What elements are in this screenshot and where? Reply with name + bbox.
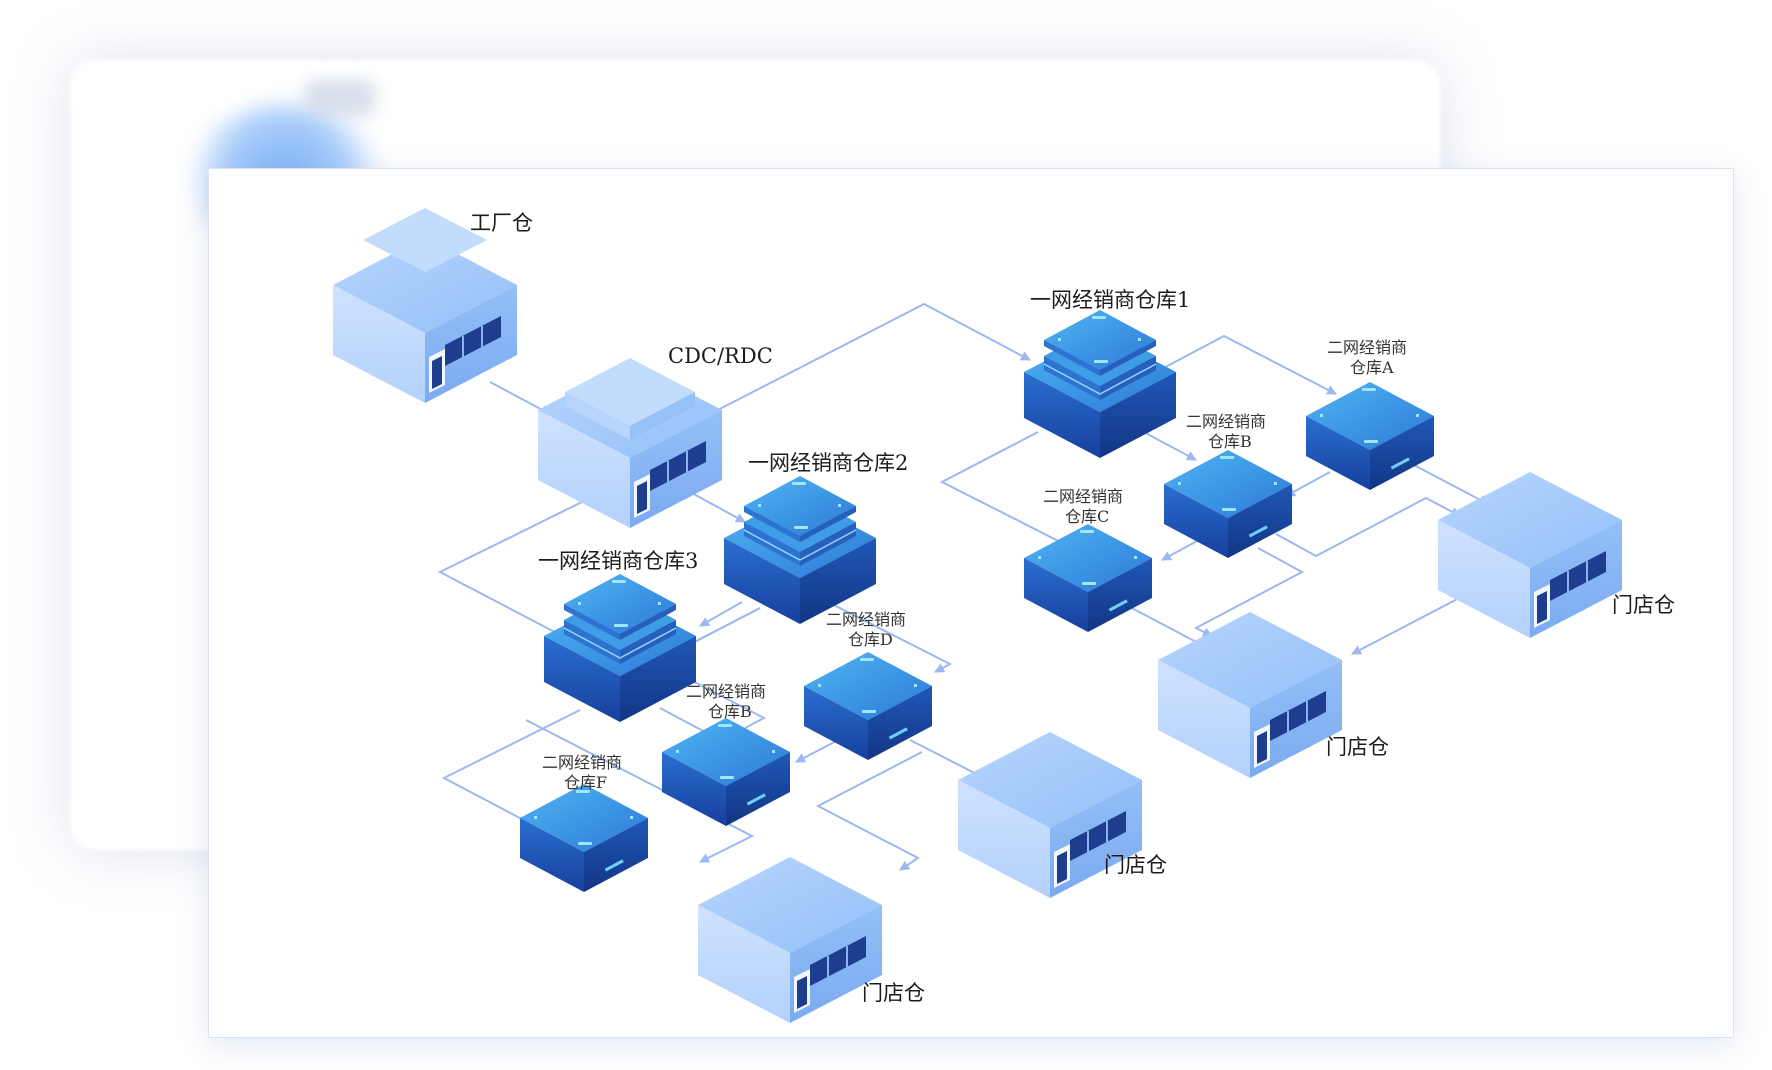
connector-dist3-subf	[441, 709, 581, 827]
sub-distributor-b1-icon	[1164, 450, 1292, 558]
connector-dist1-suba	[1155, 334, 1337, 395]
connector-dist1-subc	[939, 431, 1081, 553]
connector-subc-store2	[1127, 605, 1209, 646]
connector-dist2-dist3	[699, 601, 743, 627]
label-distributor-3: 一网经销商仓库3	[538, 549, 698, 573]
label-store-1: 门店仓	[1612, 593, 1675, 617]
label-distributor-1: 一网经销商仓库1	[1030, 288, 1190, 312]
store-warehouse-1-icon	[1437, 471, 1623, 639]
connector-suba-subb1	[1285, 471, 1331, 497]
cdc-upper-block	[565, 358, 695, 440]
label-sub-b1-2: 仓库B	[1208, 432, 1252, 451]
connector-subb1-store1	[1275, 496, 1461, 558]
label-sub-b1-1: 二网经销商	[1186, 412, 1266, 431]
sub-distributor-c-icon	[1024, 524, 1152, 632]
connector-dist2-subd	[819, 597, 953, 673]
connector-subd-store4	[815, 751, 923, 871]
label-sub-b2-2: 仓库B	[708, 702, 752, 721]
label-sub-c-1: 二网经销商	[1043, 487, 1123, 506]
label-sub-f-2: 仓库F	[564, 773, 607, 792]
distributor-1-icon	[1023, 309, 1177, 459]
distributor-2-icon	[723, 475, 877, 625]
label-distributor-2: 一网经销商仓库2	[748, 451, 908, 475]
factory-warehouse-icon	[333, 208, 517, 403]
sub-distributor-b2-icon	[662, 718, 790, 826]
sub-distributor-d-icon	[804, 652, 932, 760]
distributor-3-icon	[543, 573, 697, 723]
label-store-4: 门店仓	[862, 981, 925, 1005]
label-sub-a-2: 仓库A	[1350, 358, 1394, 377]
label-sub-f-1: 二网经销商	[542, 753, 622, 772]
connector-cdc-dist2	[689, 491, 746, 523]
connector-factory-cdc	[489, 381, 551, 415]
blurred-title	[305, 80, 375, 116]
label-store-3: 门店仓	[1104, 853, 1167, 877]
connector-cdc-dist3	[437, 497, 591, 641]
connector-dist3-store4	[525, 719, 755, 863]
label-sub-b2-1: 二网经销商	[686, 682, 766, 701]
sub-distributor-f-icon	[520, 784, 648, 892]
label-cdc: CDC/RDC	[668, 344, 773, 368]
store-warehouse-4-icon	[697, 856, 883, 1024]
label-sub-a-1: 二网经销商	[1327, 338, 1407, 357]
label-sub-d-2: 仓库D	[848, 630, 893, 649]
label-store-2: 门店仓	[1326, 735, 1389, 759]
label-sub-c-2: 仓库C	[1065, 507, 1109, 526]
connector-cdc-dist1	[709, 302, 1031, 415]
connector-subb1-store2	[1193, 547, 1305, 637]
label-sub-d-1: 二网经销商	[826, 610, 906, 629]
label-factory: 工厂仓	[470, 211, 533, 235]
connector-suba-store1	[1411, 463, 1489, 505]
connector-dist1-subb1	[1139, 429, 1197, 461]
